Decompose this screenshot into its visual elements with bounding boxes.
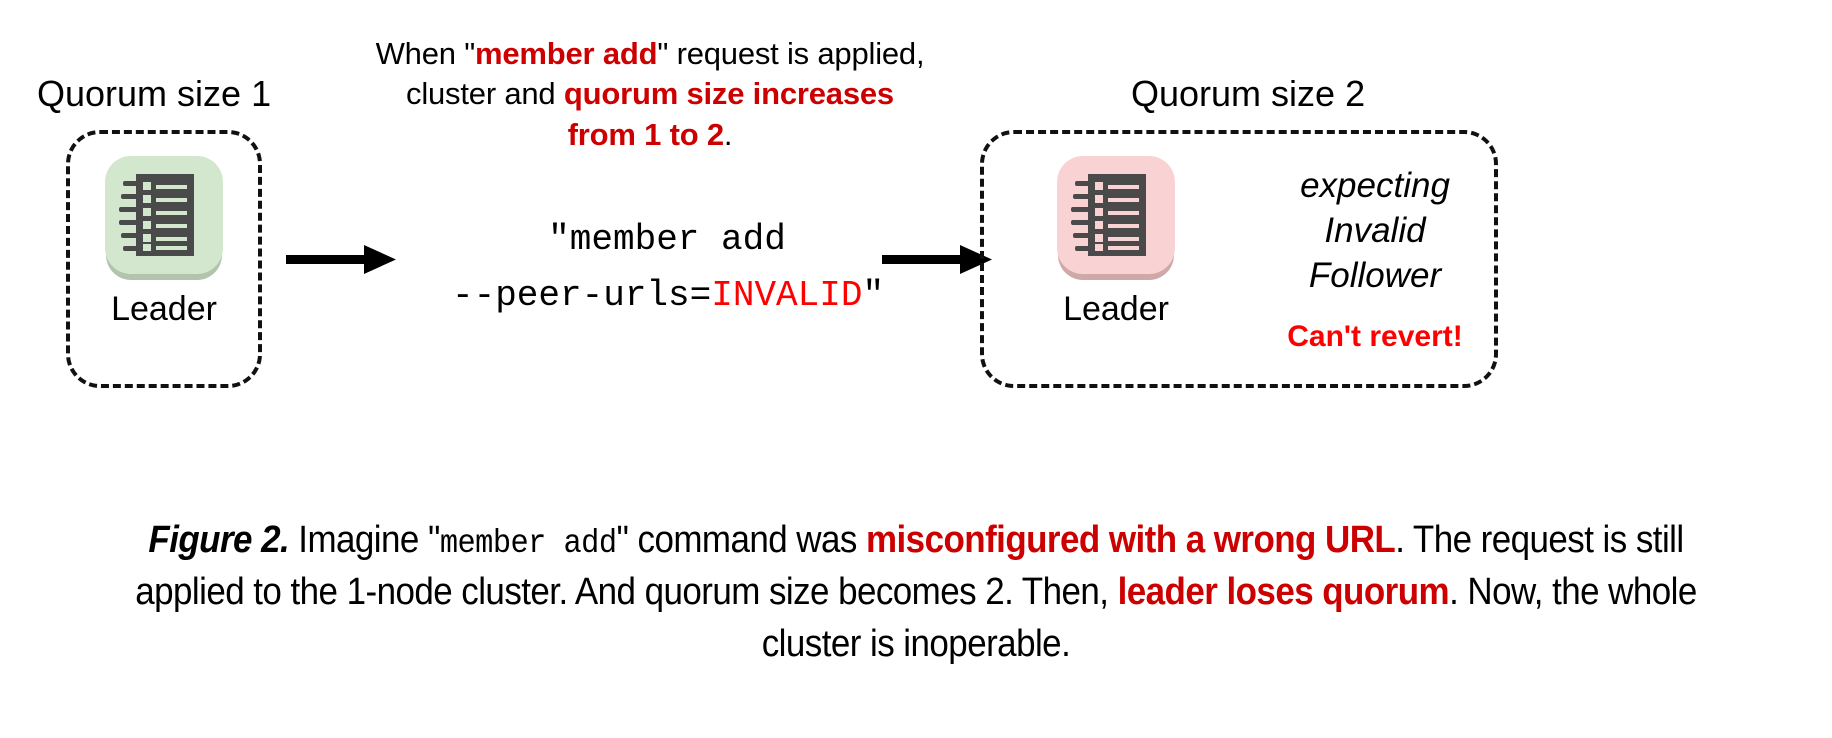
top-annotation-line-1: When "member add" request is applied, — [350, 34, 950, 74]
top-note-text-3: cluster and — [406, 76, 564, 112]
node-tile-left — [105, 156, 223, 274]
node-left: Leader — [94, 156, 234, 326]
right-arrow-icon — [286, 245, 396, 274]
right-arrow-icon — [882, 245, 992, 274]
cluster-box-left — [66, 130, 262, 388]
top-note-text-1: When " — [375, 36, 476, 71]
top-note-highlight-member-add: member add — [475, 36, 658, 71]
caption-highlight-loses-quorum: leader loses quorum — [1117, 570, 1450, 613]
node-label-left: Leader — [111, 290, 217, 328]
command-line-2: --peer-urls=INVALID" — [452, 268, 885, 324]
caption-seg-4: . Now, the whole cluster is inoperable. — [761, 570, 1698, 665]
arrow-command-to-right — [882, 243, 994, 282]
command-line-1: "member add — [548, 219, 786, 260]
figure-label: Figure 2. — [148, 519, 290, 561]
cluster-title-left: Quorum size 1 — [37, 73, 272, 114]
command-close-quote: " — [862, 274, 885, 316]
status-line-2: Invalid — [1324, 210, 1426, 250]
top-note-highlight-quorum-increases: quorum size increases — [563, 76, 894, 112]
node-label-right: Leader — [1063, 290, 1169, 328]
node-tile-right — [1057, 156, 1175, 274]
right-cluster-status: expecting Invalid Follower Can't revert! — [1255, 164, 1495, 354]
caption-seg-3: . The request is still applied to the 1-… — [135, 519, 1684, 613]
caption-seg-2: " command was — [616, 519, 866, 561]
cluster-box-right — [980, 130, 1498, 388]
cant-revert-warning: Can't revert! — [1287, 320, 1463, 354]
command-invalid-value: INVALID — [711, 274, 863, 316]
caption-mono-command: member add — [439, 525, 617, 562]
caption-seg-1: Imagine " — [289, 519, 440, 561]
top-note-text-2: " request is applied, — [657, 36, 925, 71]
top-note-text-4: . — [723, 116, 733, 152]
node-right: Leader — [1046, 156, 1186, 326]
command-flag: --peer-urls= — [452, 274, 712, 316]
top-annotation-line-3: from 1 to 2. — [350, 115, 950, 155]
cluster-title-right: Quorum size 2 — [1131, 73, 1366, 114]
status-line-1: expecting — [1300, 166, 1450, 205]
caption-highlight-misconfigured: misconfigured with a wrong URL — [865, 519, 1396, 561]
ledger-icon — [119, 174, 194, 256]
top-annotation-line-2: cluster and quorum size increases — [350, 74, 950, 114]
ledger-icon — [1071, 174, 1146, 256]
arrow-left-to-command — [286, 243, 398, 282]
status-line-3: Follower — [1308, 255, 1442, 295]
top-note-highlight-from-1-to-2: from 1 to 2 — [567, 116, 724, 152]
command-text: "member add --peer-urls=INVALID" — [452, 212, 885, 324]
top-annotation: When "member add" request is applied, cl… — [350, 34, 950, 155]
figure-caption: Figure 2. Imagine "member add" command w… — [116, 515, 1717, 670]
